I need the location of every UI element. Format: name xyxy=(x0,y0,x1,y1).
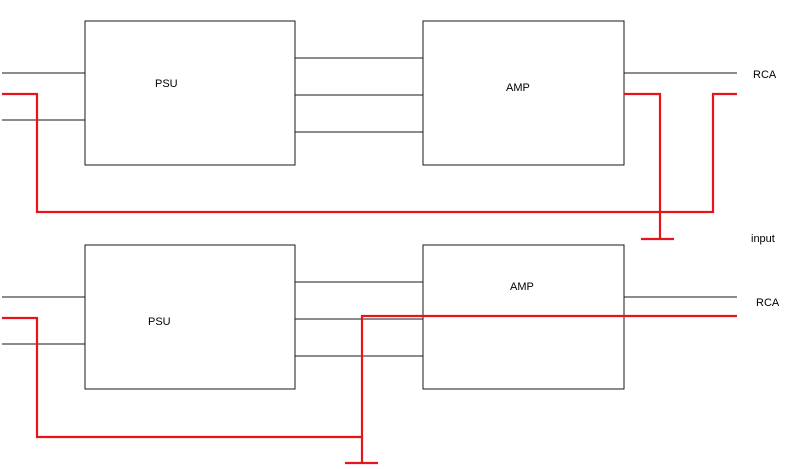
bottom-psu-box xyxy=(84,244,296,390)
bottom-rca-label: RCA xyxy=(756,297,780,309)
bottom-amp-label: AMP xyxy=(510,281,534,293)
top-circuit: PSU AMP RCA xyxy=(2,20,777,241)
top-ground-loop-wire xyxy=(2,92,737,214)
top-psu-label: PSU xyxy=(155,78,178,90)
bottom-circuit: PSU AMP RCA xyxy=(2,244,780,465)
input-label: input xyxy=(751,233,775,245)
top-amp-label: AMP xyxy=(506,82,530,94)
top-rca-label: RCA xyxy=(753,69,777,81)
top-amp-ground-wire xyxy=(624,92,662,239)
bottom-ground-loop-wire xyxy=(2,316,362,439)
bottom-shield-wire xyxy=(360,314,737,463)
top-amp-box xyxy=(422,20,625,166)
bottom-psu-label: PSU xyxy=(148,316,171,328)
top-psu-box xyxy=(84,20,296,166)
